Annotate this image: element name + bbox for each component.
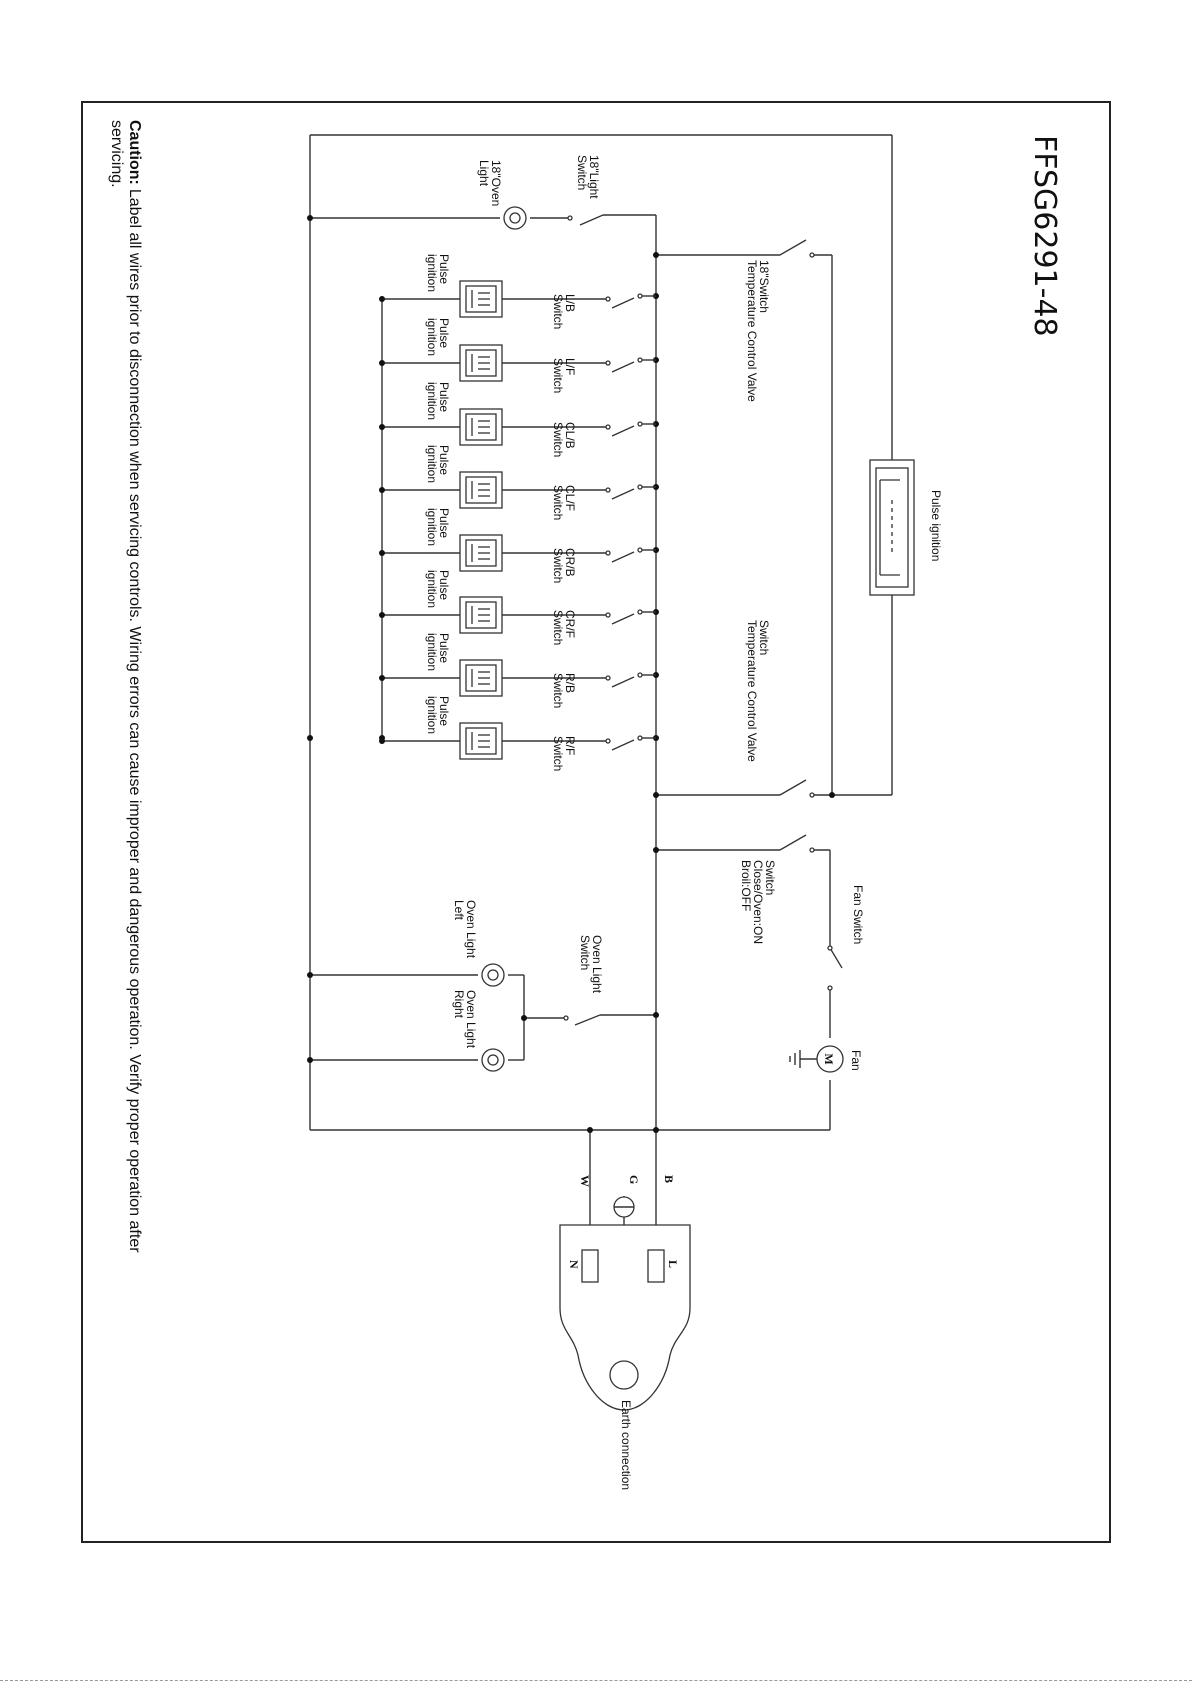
tcv-label-1: Switch [757,620,771,655]
fan-switch-label: Fan Switch [851,885,865,944]
burner-switch-contact [611,739,635,751]
wire-b-label: B [662,1175,676,1183]
caution-label: Caution: [126,120,143,185]
junction-dots [307,215,835,1133]
burner-switch-sublabel: Switch [551,485,565,520]
oven-light-left-label-2: Left [452,900,466,921]
pulse-ignition-label: Pulse [437,570,451,600]
burner-switch-contact [611,488,635,500]
switch-symbols [563,214,843,1026]
oven18-light-label-2: Light [477,160,491,187]
pulse-ignition-label: Pulse [437,254,451,284]
burner-switch-contact [611,297,635,309]
plug-n-label: N [567,1260,581,1269]
pulse-ignition-sublabel: ignition [425,445,439,483]
close-switch-label-1: Switch [763,860,777,895]
burner-switch-label: CR/F [563,610,577,638]
burner-switch-sublabel: Switch [551,294,565,329]
wire-w-label: W [578,1175,592,1187]
burner-switch-contact [611,361,635,373]
light18-switch-label-1: 18"Light [587,155,601,199]
pulse-ignition-sublabel: ignition [425,254,439,292]
pulse-ignition-sublabel: ignition [425,570,439,608]
pulse-ignition-sublabel: ignition [425,318,439,356]
burner-switch-sublabel: Switch [551,736,565,771]
pulse-ignition-label: Pulse [437,318,451,348]
oven18-light-label-1: 18"Oven [489,160,503,206]
lamps [481,206,527,1072]
pulse-ignition-sublabel: ignition [425,696,439,734]
tcv18-label-2: Temperature Control Valve [745,260,759,402]
pulse-ignition-sublabel: ignition [425,382,439,420]
close-switch-label-3: Broil:OFF [739,860,753,911]
burner-switch-sublabel: Switch [551,610,565,645]
oven-light-switch-label-1: Oven Light [590,935,604,994]
burner-switch-label: L/F [563,358,577,375]
motor-letter: M [822,1053,836,1064]
tcv-label-2: Temperature Control Valve [745,620,759,762]
burner-rows: L/BSwitchPulseignitionL/FSwitchPulseigni… [379,254,659,771]
main-wires [309,134,893,1375]
caution-body-1: Label all wires prior to disconnection w… [126,189,143,1253]
pulse-ignition-label: Pulse [437,696,451,726]
caution-text: Caution: Label all wires prior to disconn… [126,120,143,1253]
burner-switch-label: CL/F [563,485,577,511]
burner-switch-sublabel: Switch [551,673,565,708]
burner-switch-contact [611,551,635,563]
burner-switch-contact [611,676,635,688]
burner-switch-sublabel: Switch [551,358,565,393]
light18-switch-label-2: Switch [575,155,589,190]
tcv18-label-1: 18"Switch [757,260,771,313]
burner-switch-contact [611,613,635,625]
plug-l-label: L [666,1260,680,1268]
power-plug [559,1196,691,1411]
pulse-ignition-label: Pulse [437,633,451,663]
burner-switch-sublabel: Switch [551,422,565,457]
pulse-ignition-main-label: Pulse ignition [929,490,943,561]
pulse-ignition-module [869,459,915,596]
pulse-ignition-label: Pulse [437,445,451,475]
pulse-ignition-label: Pulse [437,382,451,412]
burner-switch-label: R/F [563,736,577,755]
burner-switch-label: CL/B [563,422,577,449]
caution-body-2: servicing. [108,120,125,188]
oven-light-switch-label-2: Switch [578,935,592,970]
burner-switch-contact [611,425,635,437]
pulse-ignition-label: Pulse [437,508,451,538]
page-bottom-edge [0,1680,1192,1681]
document-title: FFSG6291-48 [1027,135,1062,337]
earth-connection-label: Earth connection [619,1400,633,1490]
burner-switch-sublabel: Switch [551,548,565,583]
burner-switch-label: CR/B [563,548,577,577]
oven-light-right-label-1: Oven Light [464,990,478,1049]
fan-motor: M [789,1045,844,1073]
wire-g-label: G [627,1175,641,1184]
diagram-labels: FFSG6291-48 18"Light Switch 18"Oven Ligh… [108,120,1062,1490]
burner-switch-label: L/B [563,294,577,312]
oven-light-left-label-1: Oven Light [464,900,478,959]
burner-switch-label: R/B [563,673,577,693]
pulse-ignition-sublabel: ignition [425,633,439,671]
fan-label: Fan [849,1050,863,1071]
oven-light-right-label-2: Right [452,990,466,1019]
pulse-ignition-sublabel: ignition [425,508,439,546]
close-switch-label-2: Close/Oven:ON [751,860,765,944]
page-frame [81,101,1111,1543]
